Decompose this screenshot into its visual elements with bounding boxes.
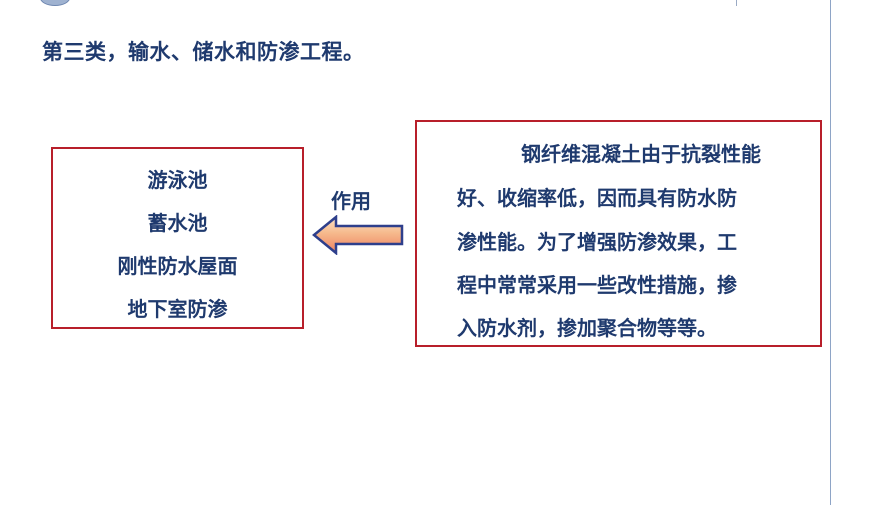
- description-line: 程中常常采用一些改性措施，掺: [457, 273, 737, 297]
- applications-box: 游泳池 蓄水池 刚性防水屋面 地下室防渗: [51, 147, 304, 329]
- slide-divider-tick: [736, 0, 737, 6]
- description-line: 好、收缩率低，因而具有防水防: [457, 186, 737, 210]
- description-line: 入防水剂，掺加聚合物等等。: [457, 316, 717, 340]
- title-decoration-icon: [40, 0, 70, 6]
- application-item: 刚性防水屋面: [117, 254, 238, 278]
- description-box: 钢纤维混凝土由于抗裂性能 好、收缩率低，因而具有防水防 渗性能。为了增强防渗效果…: [415, 120, 822, 347]
- arrow-label: 作用: [331, 189, 371, 213]
- description-line: 渗性能。为了增强防渗效果，工: [457, 230, 737, 254]
- application-item: 游泳池: [147, 168, 208, 192]
- slide-right-border: [830, 0, 831, 505]
- application-item: 蓄水池: [147, 211, 208, 235]
- application-item: 地下室防渗: [127, 297, 228, 321]
- description-line: 钢纤维混凝土由于抗裂性能: [521, 142, 761, 166]
- left-arrow-icon: [312, 215, 404, 255]
- section-heading: 第三类，输水、储水和防渗工程。: [42, 39, 365, 64]
